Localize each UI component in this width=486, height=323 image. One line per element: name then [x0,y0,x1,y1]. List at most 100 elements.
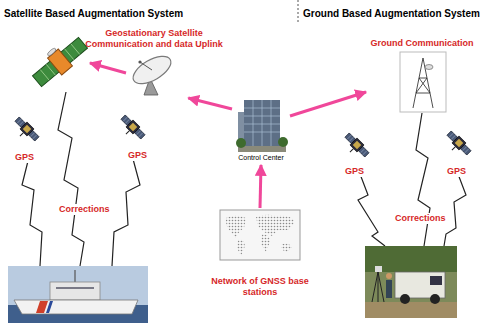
node-text: Ground Communication [371,38,474,49]
gps-label: GPS [127,150,148,161]
control-center-building [262,100,263,146]
ship-photo [8,266,148,323]
gps-satellite [340,132,370,162]
ship-photo [74,270,75,282]
label-slot: GPS [127,144,148,162]
signal-bolt [112,159,140,266]
gps-satellite [10,116,40,146]
control-center-building [271,100,272,146]
world-map [226,216,246,239]
control-center-building [278,137,288,147]
vehicle-photo [386,273,392,279]
uplink-dish [140,62,152,70]
ground-tower [416,78,427,93]
ship-photo [56,287,94,289]
node-text: Control Center [238,153,284,162]
divider-line [298,0,299,22]
gps-label: GPS [14,152,35,163]
vehicle-photo [365,246,457,318]
label-slot: GPS [14,146,35,164]
signal-bolt [416,113,430,246]
node-text: Network of GNSS base stations [206,276,314,298]
vehicle-photo [375,266,382,272]
world-map [237,240,245,256]
vehicle-photo [386,280,392,298]
world-map [256,215,295,236]
ship-photo [50,282,100,300]
ground-tower [400,52,446,112]
vehicle-photo [400,294,410,304]
geostationary-satellite [33,37,88,86]
control-center-building [253,100,254,146]
signal-bolt [58,92,84,266]
uplink-station: Geostationary Satellite Communication an… [76,26,232,98]
label-slot: GPS [446,160,467,178]
ship-photo [14,300,138,314]
geostationary-satellite [47,47,57,56]
pink-arrow [290,92,366,116]
world-map [281,244,292,253]
corrections-label: Corrections [58,204,111,215]
vehicle-photo [372,272,378,302]
section-heading: Ground Based Augmentation System [303,8,480,20]
control-center-building [236,138,246,148]
vehicle-photo [365,246,457,318]
signal-bolt [22,161,42,266]
geostationary-satellite [40,69,49,80]
station-network: Network of GNSS base stations [203,208,317,300]
ship-photo [8,266,148,323]
uplink-dish [129,51,175,89]
ground-tower [419,78,427,79]
label-slot: GPS [344,160,365,178]
signal-bolt [22,92,466,266]
vehicle-photo [430,276,442,285]
world-map [220,210,300,260]
control-center-building [238,146,286,152]
uplink-dish [129,51,175,95]
uplink-arrow [90,63,126,73]
ground-station: Ground Communication [366,36,478,116]
ground-tower [400,52,446,112]
ground-tower [419,78,430,93]
ground-tower [413,58,423,108]
signal-bolt [444,174,466,246]
ground-tower [423,58,433,108]
pink-arrow [188,98,232,109]
vehicle-photo [365,246,457,272]
uplink-dish [138,60,141,63]
ground-tower [416,93,430,94]
gps-satellite [442,130,472,160]
label-slot: Corrections [58,198,111,216]
geostationary-satellite [71,44,80,55]
label-slot: Corrections [394,207,447,225]
world-map [261,234,270,252]
label-slot: Satellite Based Augmentation System [4,3,183,21]
vehicle-photo [395,272,445,298]
vehicle-photo [430,294,440,304]
ground-tower [425,65,433,70]
control-center-building [244,100,280,146]
section-heading: Satellite Based Augmentation System [4,8,183,20]
gps-label: GPS [344,166,365,177]
ship-photo [46,301,53,313]
ship-photo [36,301,48,313]
world-map [220,210,300,260]
gps-satellite [116,114,146,144]
vehicle-photo [365,302,457,318]
control-center-building [236,100,288,152]
vehicle-photo [378,272,379,302]
vehicle-photo [372,272,384,302]
label-slot: Ground Based Augmentation System [303,3,480,21]
control-center: Control Center [232,95,290,165]
ground-tower [413,58,433,108]
control-center-building [244,100,280,146]
corrections-label: Corrections [394,213,447,224]
signal-bolt [358,174,385,246]
gps-label: GPS [446,166,467,177]
vehicle-photo [378,272,384,302]
node-text: Geostationary Satellite Communication an… [79,28,229,50]
pink-arrow [260,165,261,208]
